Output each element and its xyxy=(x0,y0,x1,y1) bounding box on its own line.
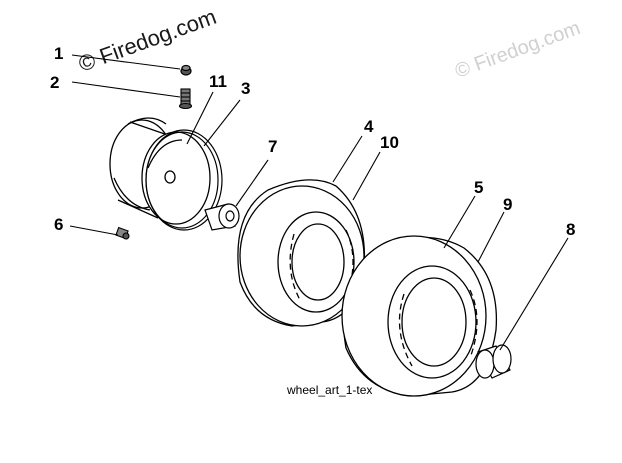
callout-1: 1 xyxy=(54,44,63,63)
leader-11 xyxy=(186,91,214,145)
part-2-valve-stem xyxy=(178,88,193,110)
part-11-rim xyxy=(109,117,211,225)
part-8-hub-cap xyxy=(475,344,512,379)
leader-5 xyxy=(443,195,476,249)
leader-2 xyxy=(71,81,181,98)
leader-10 xyxy=(352,151,381,201)
part-6-grease-fitting xyxy=(115,226,130,240)
part-7-bushing xyxy=(204,203,240,231)
leader-3 xyxy=(203,99,241,147)
callout-11: 11 xyxy=(209,72,227,91)
callout-4: 4 xyxy=(364,117,374,136)
watermark-primary: © Firedog.com xyxy=(75,4,219,77)
callout-3: 3 xyxy=(241,79,250,98)
part-5-rear-tire xyxy=(341,235,498,397)
diagram-caption: wheel_art_1-tex xyxy=(286,383,372,397)
leader-7 xyxy=(235,159,269,207)
callout-5: 5 xyxy=(474,178,483,197)
part-3-seal-ring xyxy=(145,129,223,231)
leader-lines xyxy=(69,54,569,351)
leader-4 xyxy=(332,135,363,183)
callout-6: 6 xyxy=(54,215,63,234)
callout-9: 9 xyxy=(503,195,512,214)
watermark-secondary: © Firedog.com xyxy=(452,17,583,83)
callout-7: 7 xyxy=(268,137,277,156)
leader-8 xyxy=(499,237,569,351)
leader-9 xyxy=(477,211,505,263)
callout-10: 10 xyxy=(380,133,399,152)
part-1-cap xyxy=(180,64,192,76)
watermark-secondary-text: © Firedog.com xyxy=(452,17,583,83)
leader-1 xyxy=(71,54,181,70)
callout-2: 2 xyxy=(50,73,59,92)
leader-6 xyxy=(69,225,119,236)
watermark-primary-text: © Firedog.com xyxy=(75,4,219,77)
part-4-front-tire xyxy=(237,179,366,327)
callout-8: 8 xyxy=(566,220,575,239)
